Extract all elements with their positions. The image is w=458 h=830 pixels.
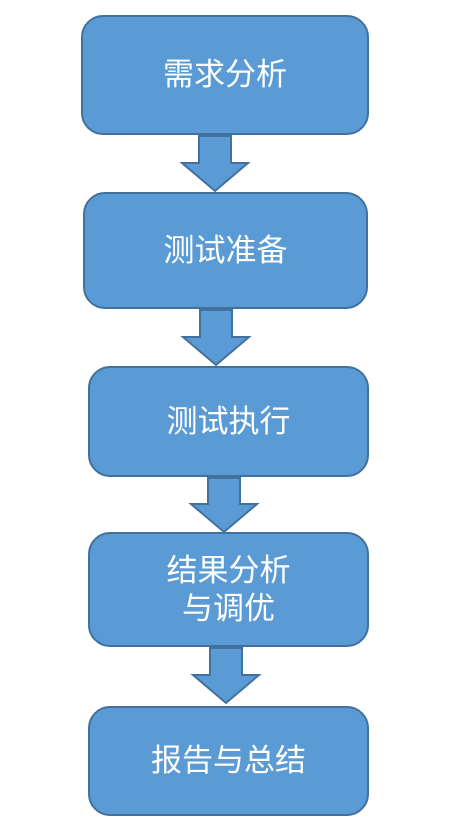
step-label: 报告与总结 xyxy=(151,743,306,779)
step-label-line-1: 结果分析 xyxy=(166,553,291,589)
step-test-preparation: 测试准备 xyxy=(83,192,368,309)
step-result-analysis-and-tuning: 结果分析 与调优 xyxy=(88,532,369,647)
down-arrow-icon xyxy=(180,309,252,367)
step-label: 测试准备 xyxy=(163,232,288,269)
step-label-line-2: 与调优 xyxy=(182,591,275,627)
down-arrow-icon xyxy=(188,477,260,534)
step-label: 测试执行 xyxy=(166,403,291,440)
step-test-execution: 测试执行 xyxy=(88,366,369,477)
step-report-and-summary: 报告与总结 xyxy=(88,706,369,816)
step-requirements-analysis: 需求分析 xyxy=(81,15,369,135)
down-arrow-icon xyxy=(179,135,251,193)
down-arrow-icon xyxy=(190,647,262,705)
step-label: 需求分析 xyxy=(163,57,287,93)
